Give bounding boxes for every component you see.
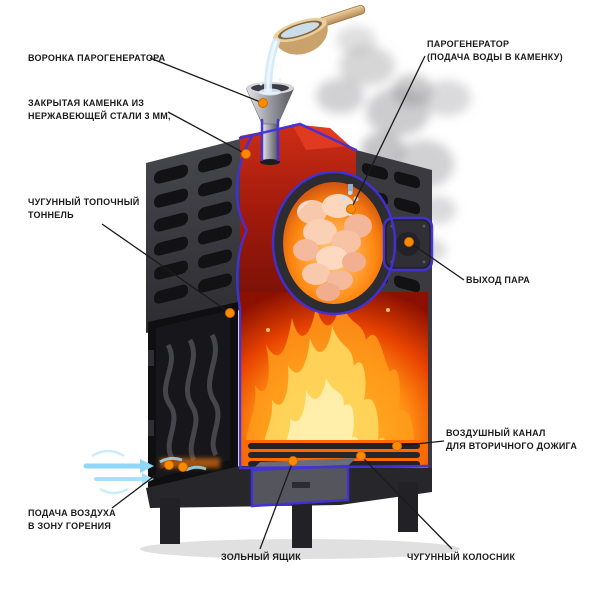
callout-dots	[164, 98, 414, 472]
cut-outlines	[235, 118, 434, 508]
door-hinge	[148, 350, 154, 366]
dot-fire-tunnel	[225, 308, 235, 318]
leader-air-supply	[111, 464, 170, 509]
dot-steam-generator	[346, 204, 356, 214]
leader-kamenka	[167, 111, 247, 155]
label-steam-generator: ПАРОГЕНЕРАТОР (ПОДАЧА ВОДЫ В КАМЕНКУ)	[427, 39, 563, 62]
leader-air-channel	[396, 440, 445, 447]
firebox-flames	[240, 292, 428, 468]
dot-grate	[356, 451, 366, 461]
label-steam-exit: ВЫХОД ПАРА	[466, 275, 531, 285]
leader-grate	[360, 455, 453, 550]
stove-base	[140, 458, 460, 559]
label-air-channel: ВОЗДУШНЫЙ КАНАЛ ДЛЯ ВТОРИЧНОГО ДОЖИГА	[446, 428, 578, 451]
label-ash-box: ЗОЛЬНЫЙ ЯЩИК	[221, 552, 301, 562]
dot-steam-exit	[404, 237, 414, 247]
label-kamenka: ЗАКРЫТАЯ КАМЕНКА ИЗ НЕРЖАВЕЮЩЕЙ СТАЛИ 3 …	[28, 98, 171, 121]
dot-funnel	[258, 98, 268, 108]
air-intake-arrows	[83, 449, 207, 495]
door-hinge	[148, 420, 154, 436]
leader-funnel	[149, 57, 264, 104]
leader-steam-exit	[408, 241, 465, 281]
dot-air-supply-b	[178, 462, 188, 472]
leader-steam-generator	[350, 55, 426, 210]
front-convection-panel	[146, 139, 240, 333]
kamenka-chamber	[273, 172, 395, 314]
label-grate: ЧУГУННЫЙ КОЛОСНИК	[407, 552, 516, 562]
ash-drawer-handle	[292, 482, 310, 488]
label-air-supply: ПОДАЧА ВОЗДУХА В ЗОНУ ГОРЕНИЯ	[28, 508, 116, 531]
leader-fire-tunnel	[101, 223, 231, 314]
dot-ash-box	[288, 456, 298, 466]
dot-air-channel	[392, 441, 402, 451]
dot-air-supply-a	[164, 460, 174, 470]
dot-kamenka	[241, 149, 251, 159]
kamenka-stones	[286, 194, 382, 306]
water-stream	[259, 38, 282, 96]
leader-lines	[101, 55, 465, 550]
label-fire-tunnel: ЧУГУННЫЙ ТОПОЧНЫЙ ТОННЕЛЬ	[28, 197, 140, 220]
stove-door	[148, 302, 238, 488]
water-ladle	[259, 4, 366, 96]
leader-ash-box	[259, 460, 294, 550]
label-funnel: ВОРОНКА ПАРОГЕНЕРАТОРА	[28, 53, 166, 63]
